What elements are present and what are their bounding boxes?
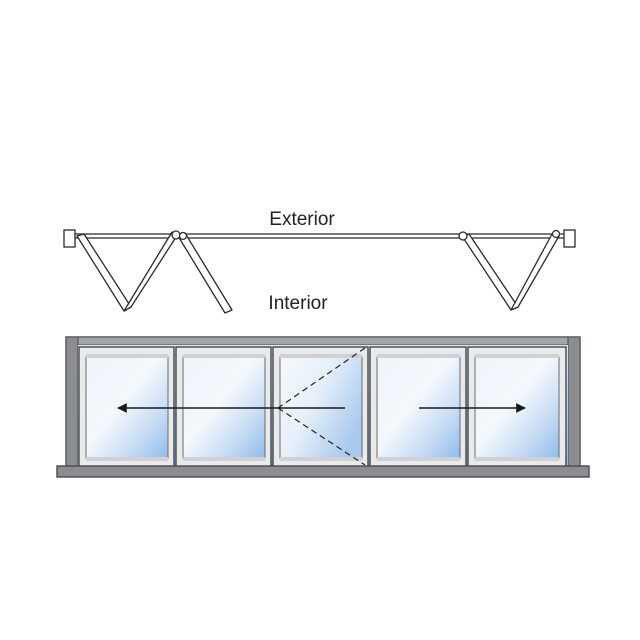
right-folded-panels bbox=[458, 229, 561, 311]
right-jamb bbox=[563, 229, 576, 248]
panel-4 bbox=[369, 346, 467, 468]
exterior-label: Exterior bbox=[269, 209, 335, 230]
left-folded-panels bbox=[76, 230, 233, 314]
panels bbox=[78, 346, 567, 468]
elevation-view bbox=[56, 336, 590, 478]
panel-3 bbox=[272, 346, 369, 468]
panel-1 bbox=[78, 346, 175, 468]
plan-view: Exterior Interior bbox=[63, 209, 576, 314]
left-post bbox=[65, 336, 79, 468]
head-bar bbox=[65, 336, 581, 346]
left-jamb bbox=[63, 229, 76, 248]
swing-indicator bbox=[277, 347, 366, 466]
panel-2 bbox=[175, 346, 272, 468]
top-track bbox=[75, 233, 564, 239]
interior-label: Interior bbox=[268, 293, 328, 314]
sill bbox=[56, 465, 590, 478]
panel-5 bbox=[467, 346, 567, 468]
right-post bbox=[567, 336, 581, 468]
